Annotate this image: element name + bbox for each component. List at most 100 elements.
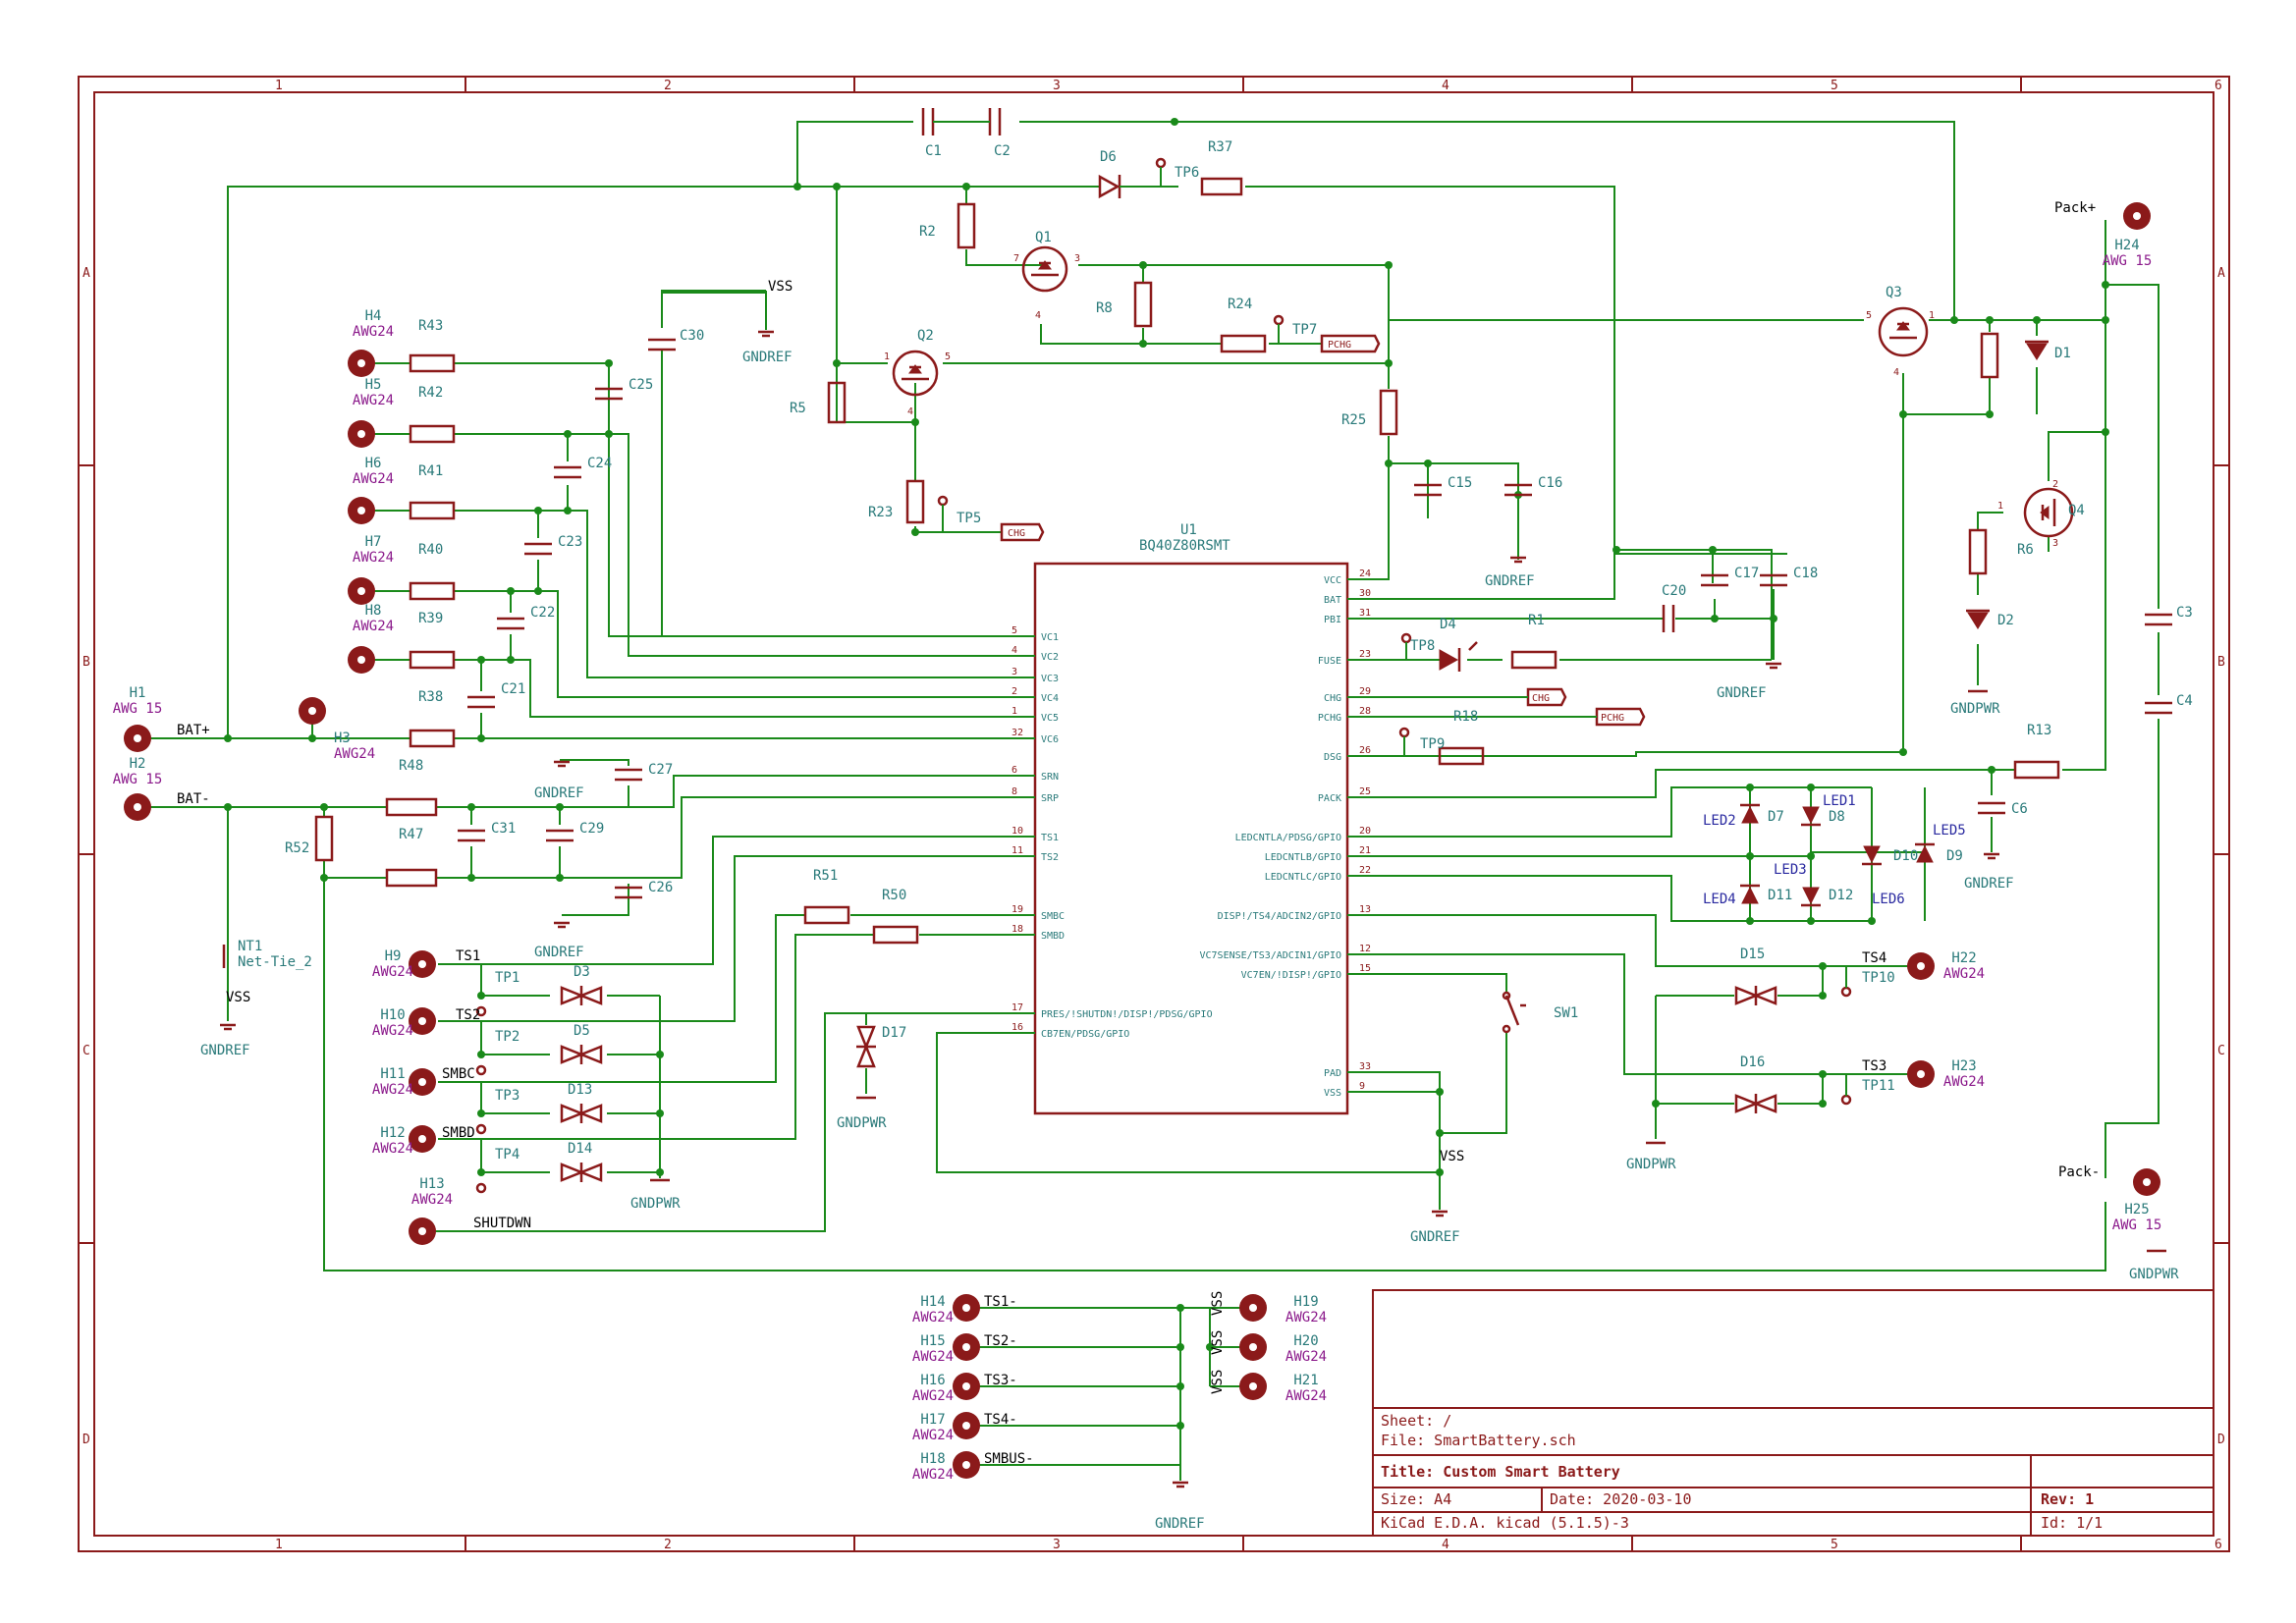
pin-q2-5: 5 [945,352,951,362]
ic-pin-num-32: 32 [1011,728,1023,738]
connector-hole-h1 [134,734,141,742]
ground-symbols [220,291,2166,1488]
tp2 [475,1064,487,1076]
connector-hole-h7 [357,587,365,595]
zone-row-d-r: D [2217,1433,2225,1447]
diode-d4 [1439,641,1478,672]
ref-c25: C25 [629,377,653,393]
ic-pin-num-31: 31 [1359,608,1371,619]
ref-h10: H10 [380,1007,405,1023]
ref-c16: C16 [1538,475,1562,491]
gndref-c26-label: GNDREF [534,945,584,960]
awg-h12: AWG24 [372,1141,413,1157]
ref-d15: D15 [1740,947,1765,962]
label-vss-u1: VSS [1440,1149,1464,1164]
mosfet-q2 [892,350,939,397]
pin-q3-1: 1 [1929,310,1935,321]
ic-pin-name-26: DSG [1324,752,1341,763]
zone-col-2: 2 [664,79,672,93]
ref-h21: H21 [1293,1373,1318,1388]
ic-pin-num-2: 2 [1011,686,1017,697]
ref-h1: H1 [130,685,146,701]
ref-d5: D5 [574,1023,590,1039]
tb-title: Title: Custom Smart Battery [1381,1463,1620,1481]
ref-r51: R51 [813,868,838,884]
led-d12 [1801,887,1821,907]
junctions [224,118,2109,1430]
tb-id: Id: 1/1 [2041,1514,2103,1532]
zone-row-c-r: C [2217,1044,2225,1058]
ref-d3: D3 [574,964,590,980]
resistor-r25 [1379,389,1398,436]
ic-pin-num-17: 17 [1011,1002,1023,1013]
resistor-r43 [409,353,456,373]
capacitor-c24 [554,465,581,479]
pin-q3-5: 5 [1866,310,1872,321]
ic-pin-name-16: CB7EN/PDSG/GPIO [1041,1029,1129,1040]
tp10 [1840,966,1852,998]
tp1 [475,1005,487,1017]
ref-q3: Q3 [1886,285,1902,300]
ref-led2: LED2 [1703,813,1736,829]
ref-c29: C29 [579,821,604,837]
pin-q3-4: 4 [1893,367,1899,378]
connector-hole-h5 [357,430,365,438]
net-vss-h20: VSS [1210,1330,1226,1355]
connector-hole-h20 [1249,1343,1257,1351]
connector-hole-h13 [418,1227,426,1235]
awg-h1: AWG 15 [113,701,163,717]
gndref-c16-label: GNDREF [1485,573,1535,589]
ref-tp3: TP3 [495,1088,519,1104]
ref-r1: R1 [1528,613,1545,628]
led-d9 [1915,842,1935,863]
capacitor-c23 [524,542,552,556]
ref-r8: R8 [1096,300,1113,316]
gndref-c30 [758,291,774,338]
ref-r39: R39 [418,611,443,626]
ic-pin-num-6: 6 [1011,765,1017,776]
capacitor-c3 [2145,613,2172,626]
label-chg-tp5 [1000,522,1045,542]
ref-sw1: SW1 [1554,1005,1578,1021]
resistor-r51 [803,905,850,925]
tp4 [475,1182,487,1194]
tvs-d14 [560,1163,603,1182]
ref-d4: D4 [1440,617,1456,632]
ic-pin-name-33: PAD [1324,1068,1341,1079]
resistor-r41 [409,501,456,520]
label-pchg-text-q1: PCHG [1328,340,1351,351]
label-pchg-u1 [1595,707,1646,727]
gndpwr-d2-label: GNDPWR [1950,701,2000,717]
ref-q4: Q4 [2068,503,2085,518]
ref-r52: R52 [285,840,309,856]
ref-r23: R23 [868,505,893,520]
ic-pin-name-1: VC5 [1041,713,1059,724]
net-shutdwn: SHUTDWN [473,1216,531,1231]
mosfets [892,245,2074,538]
ic-pin-num-10: 10 [1011,826,1023,837]
ref-h15: H15 [920,1333,945,1349]
net-ts1-minus: TS1- [984,1294,1017,1310]
zone-row-c: C [82,1044,90,1058]
label-chg-text-tp5: CHG [1008,528,1025,539]
ref-led1: LED1 [1823,793,1856,809]
ref-q2: Q2 [917,328,934,344]
pin-q2-1: 1 [884,352,890,362]
tb-tool: KiCad E.D.A. kicad (5.1.5)-3 [1381,1514,1629,1532]
resistor-r5 [827,381,847,424]
ic-left-pins: 5VC14VC23VC32VC41VC532VC66SRN8SRP10TS111… [1011,625,1213,1040]
led-d10 [1862,845,1882,866]
zone-col-1b: 1 [275,1538,283,1552]
capacitor-c1 [921,108,935,135]
ref-h20: H20 [1293,1333,1318,1349]
resistor-r23 [905,479,925,524]
capacitor-c21 [467,695,495,709]
ref-c20: C20 [1662,583,1686,599]
ic-pin-num-23: 23 [1359,649,1371,660]
ref-c4: C4 [2176,693,2193,709]
tp11 [1840,1074,1852,1106]
resistor-r52 [314,815,334,862]
ref-tp10: TP10 [1862,970,1895,986]
ic-pin-num-4: 4 [1011,645,1017,656]
ic-pin-name-23: FUSE [1318,656,1341,667]
